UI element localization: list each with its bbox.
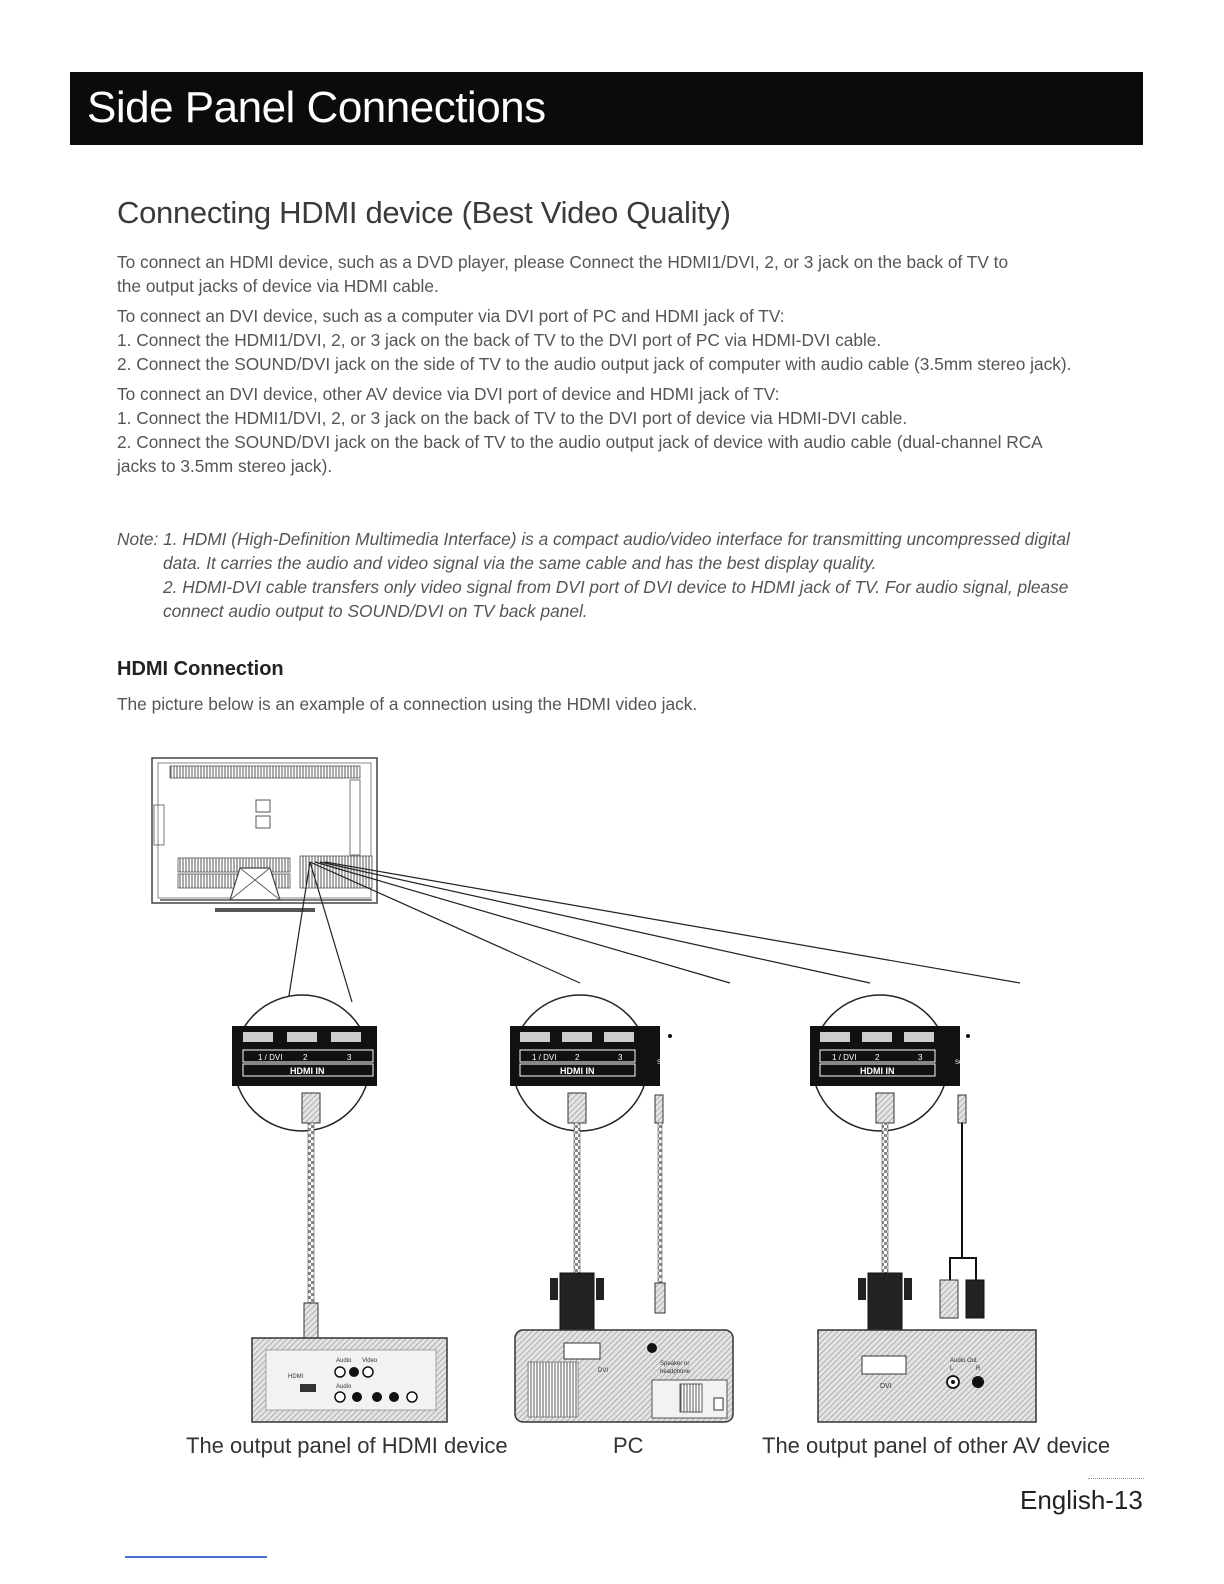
device-label: Speaker or bbox=[660, 1361, 689, 1367]
footer-line bbox=[125, 1556, 267, 1558]
caption-pc: PC bbox=[613, 1433, 644, 1458]
dvi-connector bbox=[550, 1272, 604, 1336]
device-label: DVI bbox=[598, 1368, 608, 1374]
port-label: 3 bbox=[918, 1053, 923, 1062]
paragraph: To connect an DVI device, such as a comp… bbox=[117, 306, 785, 326]
device-label: Video bbox=[362, 1358, 378, 1364]
title-banner: Side Panel Connections bbox=[70, 72, 1143, 145]
hdmi-in-label: HDMI IN bbox=[560, 1066, 595, 1076]
paragraph: 2. Connect the SOUND/DVI jack on the bac… bbox=[117, 432, 1043, 452]
page-number: English-13 bbox=[1020, 1485, 1143, 1515]
dvi-connector bbox=[858, 1272, 912, 1336]
note-line: Note: 1. HDMI (High-Definition Multimedi… bbox=[117, 529, 1070, 549]
device-label: Audio bbox=[336, 1384, 352, 1390]
device-label: Audio Out bbox=[950, 1358, 977, 1364]
paragraph: 1. Connect the HDMI1/DVI, 2, or 3 jack o… bbox=[117, 408, 908, 428]
device-label: R bbox=[976, 1366, 981, 1372]
cables bbox=[303, 1122, 985, 1344]
pc-panel-callout: 1 / DVI 2 3 HDMI IN SOUND/DVI bbox=[510, 994, 691, 1132]
page-rule bbox=[1088, 1478, 1144, 1479]
sound-dvi-label: SOUND/DVI bbox=[955, 1060, 989, 1066]
device-label: Audio bbox=[336, 1358, 352, 1364]
paragraph: 2. Connect the SOUND/DVI jack on the sid… bbox=[117, 354, 1072, 374]
port-label: 3 bbox=[347, 1053, 352, 1062]
pc-panel: DVI Speaker or headphone bbox=[514, 1329, 734, 1423]
callout-lines bbox=[287, 861, 1021, 1003]
hdmi-in-label: HDMI IN bbox=[860, 1066, 895, 1076]
device-label: HDMI bbox=[288, 1374, 304, 1380]
port-label: 2 bbox=[303, 1053, 308, 1062]
port-label: 2 bbox=[575, 1053, 580, 1062]
sound-dvi-label: SOUND/DVI bbox=[657, 1060, 691, 1066]
hdmi-device-panel: HDMI Audio Video Audio bbox=[251, 1337, 448, 1423]
paragraph: To connect an HDMI device, such as a DVD… bbox=[117, 252, 1009, 272]
section-body: To connect an HDMI device, such as a DVD… bbox=[117, 250, 1147, 478]
caption-av-device: The output panel of other AV device bbox=[762, 1433, 1111, 1458]
hdmi-connection-description: The picture below is an example of a con… bbox=[117, 694, 698, 714]
port-label: 2 bbox=[875, 1053, 880, 1062]
device-label: DVI bbox=[880, 1383, 892, 1390]
hdmi-in-label: HDMI IN bbox=[290, 1066, 325, 1076]
paragraph: jacks to 3.5mm stereo jack). bbox=[117, 456, 333, 476]
note-block: Note: 1. HDMI (High-Definition Multimedi… bbox=[117, 527, 1147, 623]
paragraph: the output jacks of device via HDMI cabl… bbox=[117, 276, 439, 296]
page-title: Side Panel Connections bbox=[87, 83, 546, 132]
paragraph: To connect an DVI device, other AV devic… bbox=[117, 384, 780, 404]
port-label: 1 / DVI bbox=[832, 1053, 856, 1062]
note-line: 2. HDMI-DVI cable transfers only video s… bbox=[163, 577, 1069, 597]
hdmi-panel-callout: 1 / DVI 2 3 HDMI IN bbox=[232, 994, 377, 1132]
paragraph: 1. Connect the HDMI1/DVI, 2, or 3 jack o… bbox=[117, 330, 882, 350]
av-device-panel: DVI Audio Out L R bbox=[817, 1329, 1037, 1423]
connection-diagram: 1 / DVI 2 3 HDMI IN 1 / DVI 2 3 HDMI IN … bbox=[151, 757, 1037, 1423]
section-heading: Connecting HDMI device (Best Video Quali… bbox=[117, 195, 731, 230]
caption-hdmi-device: The output panel of HDMI device bbox=[186, 1433, 508, 1458]
device-label: headphone bbox=[660, 1369, 691, 1375]
tv-back-view bbox=[151, 757, 378, 912]
hdmi-connection-heading: HDMI Connection bbox=[117, 658, 284, 680]
device-label: L bbox=[950, 1366, 954, 1372]
note-line: connect audio output to SOUND/DVI on TV … bbox=[163, 601, 588, 621]
port-label: 3 bbox=[618, 1053, 623, 1062]
port-label: 1 / DVI bbox=[258, 1053, 282, 1062]
av-panel-callout: 1 / DVI 2 3 HDMI IN SOUND/DVI bbox=[810, 994, 989, 1132]
port-label: 1 / DVI bbox=[532, 1053, 556, 1062]
note-line: data. It carries the audio and video sig… bbox=[163, 553, 877, 573]
